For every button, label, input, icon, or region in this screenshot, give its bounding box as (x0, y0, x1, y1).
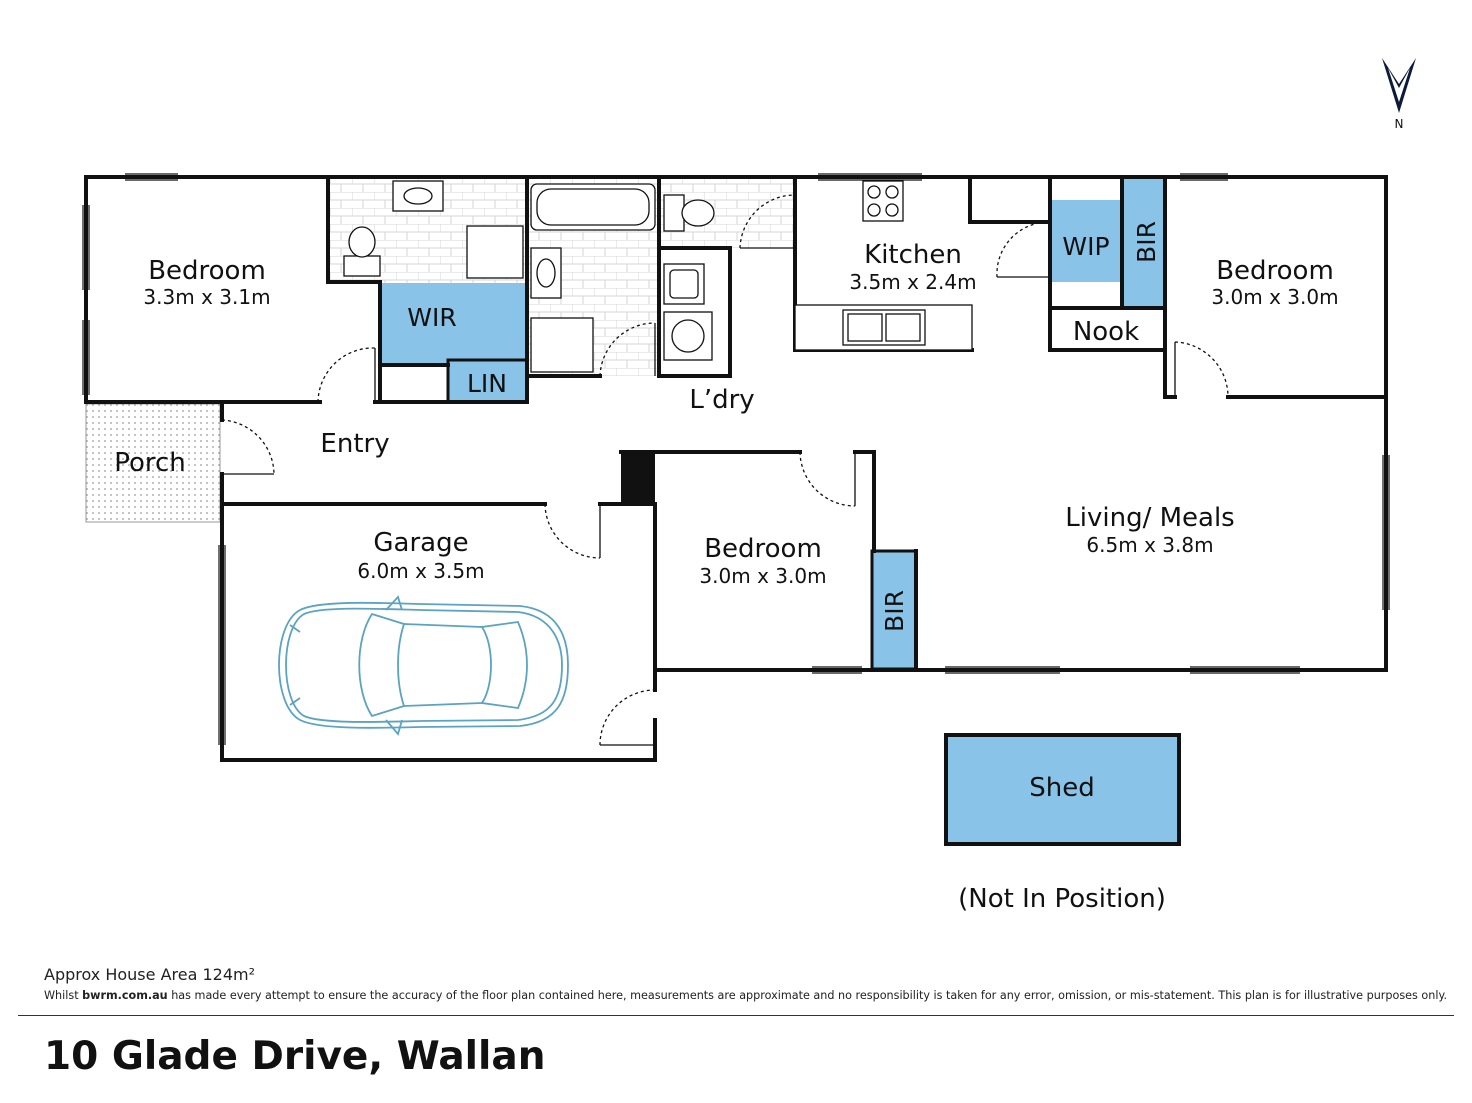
bir-mid-label: BIR (880, 590, 909, 632)
porch-area (85, 403, 221, 523)
garage-name: Garage (373, 528, 468, 558)
ensuite-toilet-cistern (343, 255, 381, 277)
wc-cistern (663, 194, 685, 232)
nook-label: Nook (1073, 317, 1139, 347)
north-arrow-icon: N (1382, 58, 1416, 131)
door-swings (221, 194, 1229, 746)
fixtures (343, 180, 973, 373)
wir-label: WIR (407, 303, 456, 332)
property-address: 10 Glade Drive, Wallan (44, 1034, 546, 1079)
porch-label: Porch (114, 448, 186, 478)
bedroom1-name: Bedroom (148, 256, 266, 286)
entry-label: Entry (320, 429, 389, 459)
cooktop (862, 180, 904, 222)
footer-divider (18, 1015, 1454, 1016)
bir-mid-room (870, 549, 918, 671)
bedroom1-dims: 3.3m x 3.1m (143, 285, 270, 309)
walls (84, 175, 1388, 762)
living-dims: 6.5m x 3.8m (1086, 533, 1213, 557)
bir-top-room (1124, 178, 1167, 306)
kitchen-name: Kitchen (864, 240, 962, 270)
bedroom2-dims: 3.0m x 3.0m (1211, 285, 1338, 309)
living-name: Living/ Meals (1065, 503, 1234, 533)
shed-note: (Not In Position) (958, 884, 1166, 914)
windows (82, 173, 1390, 745)
wip-room (1052, 200, 1122, 282)
wir-room (380, 283, 527, 365)
wip-label: WIP (1062, 232, 1109, 261)
garage-dims: 6.0m x 3.5m (357, 559, 484, 583)
shed-label: Shed (1029, 773, 1094, 803)
ensuite-shower (466, 225, 524, 279)
kitchen-dims: 3.5m x 2.4m (849, 270, 976, 294)
north-label: N (1395, 117, 1404, 131)
lin-label: LIN (467, 369, 507, 398)
disclaimer: Whilst bwrm.com.au has made every attemp… (44, 989, 1448, 1002)
bedroom2-name: Bedroom (1216, 256, 1334, 286)
house-area-note: Approx House Area 124m² (44, 965, 256, 984)
bedroom3-name: Bedroom (704, 534, 822, 564)
laundry-label: L’dry (689, 385, 754, 415)
column (621, 452, 655, 504)
bedroom3-dims: 3.0m x 3.0m (699, 564, 826, 588)
bath-shower (530, 317, 594, 373)
disclaimer-rest: has made every attempt to ensure the acc… (167, 989, 1448, 1002)
bir-top-label: BIR (1132, 221, 1161, 263)
disclaimer-prefix: Whilst (44, 989, 83, 1002)
disclaimer-brand: bwrm.com.au (82, 989, 168, 1002)
shed-room (944, 733, 1181, 846)
car-icon (278, 595, 569, 736)
